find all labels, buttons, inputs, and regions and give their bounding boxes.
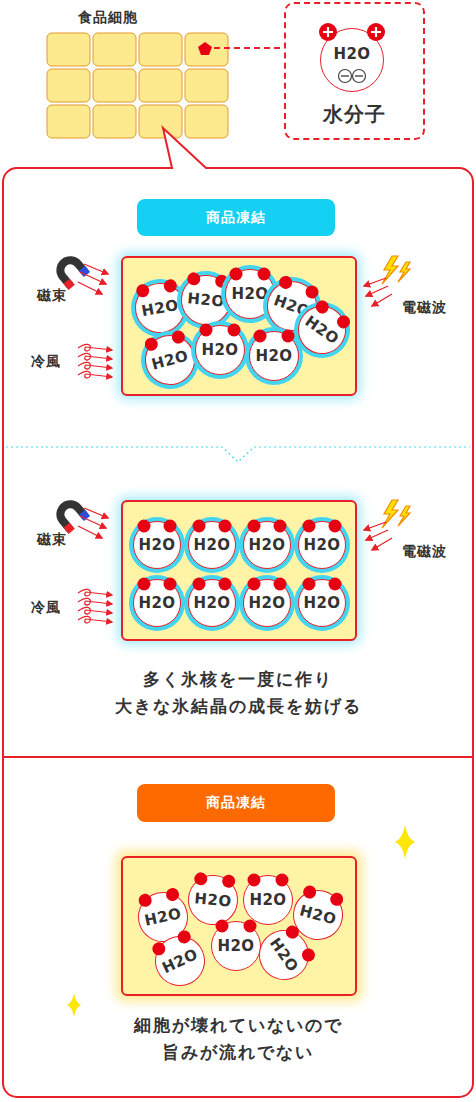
molecule-formula: H2O	[249, 891, 286, 909]
molecule-formula: H2O	[194, 889, 233, 910]
water-molecule: H2O	[211, 921, 261, 971]
molecule-formula: H2O	[333, 45, 370, 63]
water-molecule: H2O	[195, 325, 245, 375]
water-molecule: H2O	[133, 579, 181, 627]
molecule-formula: H2O	[140, 296, 180, 320]
hydrogen-dot	[222, 875, 236, 889]
force-label: 電磁波	[391, 296, 457, 318]
force-label: 電磁波	[391, 540, 457, 562]
water-molecule: H2O	[243, 875, 293, 925]
hydrogen-dot	[187, 272, 201, 286]
water-molecule: H2O	[298, 579, 346, 627]
caption-text: 細胞が壊れていないので 旨みが流れでない	[73, 1012, 403, 1066]
molecule-formula: H2O	[303, 536, 340, 554]
force-label: 冷風	[21, 350, 71, 372]
hydrogen-dot	[219, 578, 232, 591]
hydrogen-dot	[192, 578, 205, 591]
molecule-formula: H2O	[193, 594, 230, 612]
water-molecule: H2O	[249, 331, 299, 381]
water-molecule: H2O	[188, 579, 236, 627]
molecule-formula: H2O	[303, 594, 340, 612]
hydrogen-dot	[143, 337, 159, 353]
hydrogen-dot	[274, 520, 287, 533]
hydrogen-dot	[254, 330, 267, 343]
molecule-formula: H2O	[248, 594, 285, 612]
hydrogen-dot	[302, 520, 315, 533]
section-badge: 商品凍結	[137, 199, 335, 236]
water-molecule: H2O	[133, 521, 181, 569]
molecule-formula: H2O	[201, 341, 238, 359]
molecule-formula: H2O	[248, 536, 285, 554]
callout-box: 水分子 H2O	[284, 2, 425, 140]
section-badge: 商品凍結	[137, 784, 335, 822]
hydrogen-dot	[216, 920, 229, 933]
hydrogen-dot	[257, 268, 270, 281]
charge-symbols	[320, 28, 384, 92]
molecule-formula: H2O	[138, 594, 175, 612]
hydrogen-dot	[329, 520, 342, 533]
hydrogen-dot	[137, 520, 150, 533]
water-molecule: H2O	[298, 521, 346, 569]
hydrogen-dot	[194, 872, 208, 886]
molecule-formula: H2O	[217, 937, 254, 955]
hydrogen-dot	[274, 578, 287, 591]
hydrogen-dot	[275, 874, 288, 887]
molecule-formula: H2O	[150, 346, 191, 373]
molecule-formula: H2O	[298, 901, 339, 928]
hydrogen-dot	[227, 324, 240, 337]
hydrogen-dot	[247, 578, 260, 591]
force-label: 磁束	[27, 528, 77, 550]
callout-label: 水分子	[286, 101, 423, 128]
water-molecule: H2O	[243, 579, 291, 627]
hydrogen-dot	[200, 324, 213, 337]
molecule-formula: H2O	[187, 289, 226, 310]
molecule-formula: H2O	[255, 347, 292, 365]
water-molecule: H2O	[188, 521, 236, 569]
molecule-formula: H2O	[193, 536, 230, 554]
badge-text: 商品凍結	[206, 794, 266, 812]
molecule-formula: H2O	[143, 904, 183, 929]
caption-text: 多く氷核を一度に作り 大きな氷結晶の成長を妨げる	[73, 666, 403, 720]
hydrogen-dot	[329, 578, 342, 591]
hydrogen-dot	[135, 283, 150, 298]
badge-text: 商品凍結	[206, 209, 266, 227]
hydrogen-dot	[302, 578, 315, 591]
hydrogen-dot	[192, 520, 205, 533]
title-label: 食品細胞	[63, 6, 153, 28]
force-label: 冷風	[21, 596, 71, 618]
hydrogen-dot	[219, 520, 232, 533]
hydrogen-dot	[230, 268, 243, 281]
water-molecule: H2O	[243, 521, 291, 569]
force-label: 磁束	[27, 284, 77, 306]
water-molecule: H2O	[320, 28, 384, 92]
hydrogen-dot	[138, 893, 153, 908]
hydrogen-dot	[137, 578, 150, 591]
hydrogen-dot	[243, 920, 256, 933]
molecule-formula: H2O	[138, 536, 175, 554]
molecule-formula: H2O	[266, 935, 302, 976]
hydrogen-dot	[248, 874, 261, 887]
hydrogen-dot	[281, 330, 294, 343]
hydrogen-dot	[164, 578, 177, 591]
molecule-formula: H2O	[302, 312, 343, 348]
hydrogen-dot	[247, 520, 260, 533]
hydrogen-dot	[164, 520, 177, 533]
molecule-formula: H2O	[231, 285, 268, 303]
